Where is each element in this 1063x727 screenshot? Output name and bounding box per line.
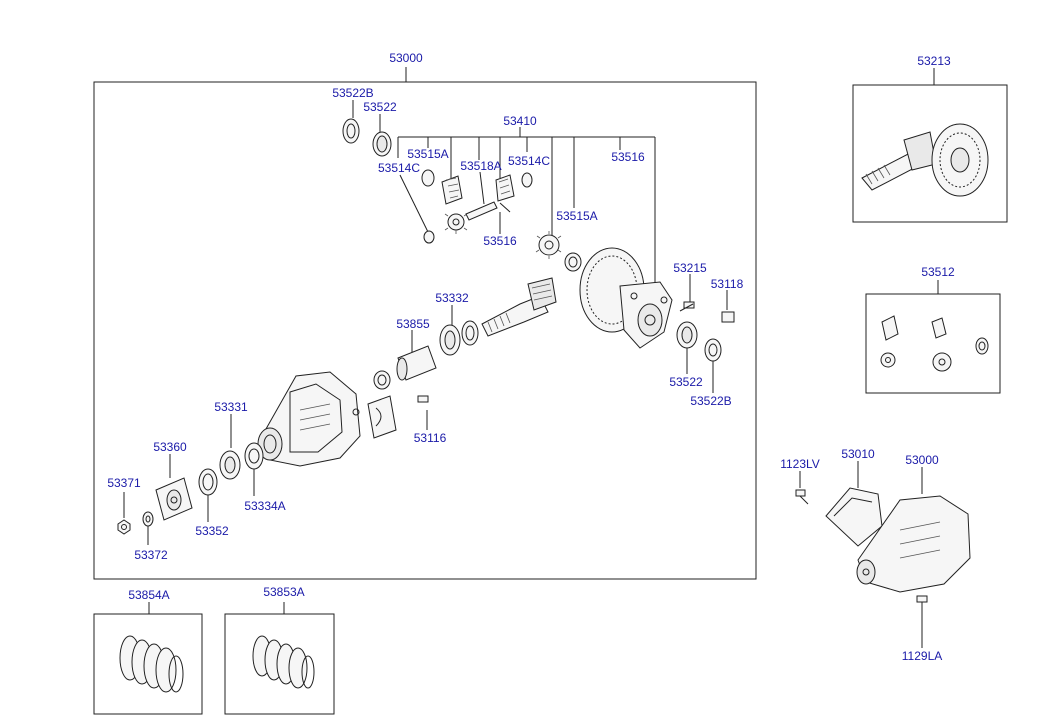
- part-label-53522B-bottom[interactable]: 53522B: [690, 394, 732, 408]
- part-label-53215[interactable]: 53215: [673, 261, 707, 275]
- bearing-53331: [219, 414, 241, 480]
- washer-53372: [142, 511, 154, 545]
- part-label-53010[interactable]: 53010: [841, 447, 875, 461]
- part-label-53518A[interactable]: 53518A: [460, 159, 502, 173]
- side-gear-53516-small: [444, 213, 468, 234]
- bearing-cap-53116: [367, 395, 429, 439]
- shim-53334A: [244, 442, 264, 496]
- part-label-53512[interactable]: 53512: [921, 265, 955, 279]
- spring-53853A: [252, 635, 315, 689]
- part-label-53371[interactable]: 53371: [107, 476, 141, 490]
- lock-nut-53371: [117, 492, 131, 535]
- spacer-53855: [373, 330, 437, 390]
- part-label-1129LA[interactable]: 1129LA: [901, 649, 943, 663]
- part-label-53334A[interactable]: 53334A: [244, 499, 286, 513]
- part-label-53000-right[interactable]: 53000: [905, 453, 939, 467]
- clip-53118: [721, 290, 735, 323]
- bracket-53410: [397, 127, 656, 290]
- ring-gear-and-case: [579, 247, 673, 349]
- part-label-1123LV[interactable]: 1123LV: [780, 457, 820, 471]
- box-53213: [852, 84, 1008, 223]
- bolt-53215: [679, 274, 695, 312]
- part-label-53853A[interactable]: 53853A: [263, 585, 305, 599]
- part-label-53116[interactable]: 53116: [413, 431, 447, 445]
- part-label-53855[interactable]: 53855: [396, 317, 430, 331]
- companion-flange-53360: [155, 454, 193, 521]
- side-gear-53515A: [535, 231, 562, 259]
- spring-53854A: [119, 635, 184, 693]
- part-label-53372[interactable]: 53372: [134, 548, 168, 562]
- part-label-53522-top[interactable]: 53522: [363, 100, 397, 114]
- part-label-53514C-right[interactable]: 53514C: [507, 154, 551, 168]
- part-label-53213[interactable]: 53213: [917, 54, 951, 68]
- washer-53514C-right: [521, 172, 533, 188]
- part-label-53118[interactable]: 53118: [710, 277, 744, 291]
- shim-53522B-bottom: [704, 338, 722, 393]
- part-label-53522B-top[interactable]: 53522B: [332, 86, 374, 100]
- carrier-housing: [257, 371, 361, 467]
- bearing-53332: [439, 305, 479, 356]
- part-label-53331[interactable]: 53331: [214, 400, 248, 414]
- oil-seal-53352: [198, 468, 218, 522]
- part-label-53854A[interactable]: 53854A: [128, 588, 170, 602]
- ring-pinion-set-53213: [861, 123, 989, 197]
- bearing-53522-bottom: [676, 321, 698, 374]
- part-label-53332[interactable]: 53332: [435, 291, 469, 305]
- part-label-53516-top[interactable]: 53516: [611, 150, 645, 164]
- box-53512: [865, 293, 1001, 394]
- part-label-53515A-mid[interactable]: 53515A: [556, 209, 598, 223]
- part-label-53000-main[interactable]: 53000: [389, 51, 423, 65]
- cross-shaft-53518A: [465, 171, 511, 234]
- thrust-washer-53515A: [564, 252, 582, 272]
- part-label-53522-bottom[interactable]: 53522: [669, 375, 703, 389]
- part-label-53410[interactable]: 53410: [503, 114, 537, 128]
- shim-53522B-top: [342, 100, 360, 144]
- part-label-53516-mid[interactable]: 53516: [483, 234, 517, 248]
- drive-pinion-shaft: [481, 277, 557, 337]
- washer-53514C-left: [399, 169, 435, 244]
- bearing-53522-top: [372, 114, 392, 157]
- gear-set-53512: [880, 315, 989, 372]
- main-assembly-frame: [93, 81, 757, 580]
- box-53854A: [93, 613, 203, 715]
- pinion-gear-right: [495, 174, 515, 202]
- part-label-53515A-top[interactable]: 53515A: [407, 147, 449, 161]
- part-label-53360[interactable]: 53360: [153, 440, 187, 454]
- pinion-gear-left: [441, 175, 463, 205]
- part-label-53352[interactable]: 53352: [195, 524, 229, 538]
- part-label-53514C-left[interactable]: 53514C: [377, 161, 421, 175]
- carrier-assembly-53000-right: [795, 461, 971, 648]
- box-53853A: [224, 613, 335, 715]
